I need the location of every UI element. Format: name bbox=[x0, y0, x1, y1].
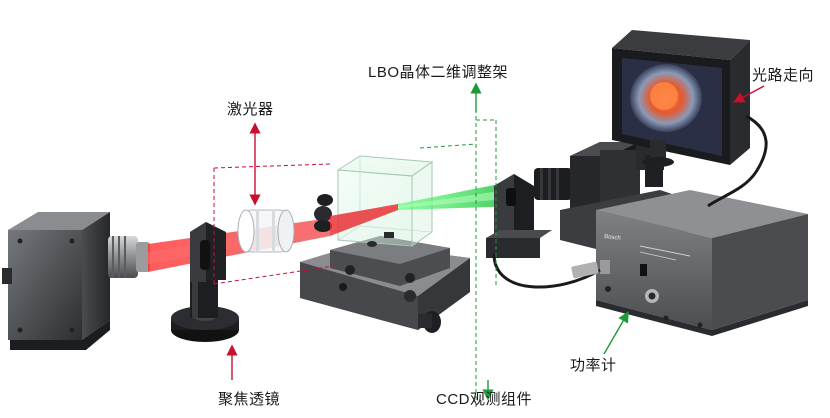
monitor-cable bbox=[707, 114, 768, 208]
sensor-cable bbox=[492, 253, 601, 289]
label-power-meter: 功率计 bbox=[570, 357, 617, 374]
focusing-lens-mount bbox=[171, 222, 239, 342]
power-meter-device: Bosch bbox=[596, 190, 808, 336]
label-light-path: 光路走向 bbox=[752, 67, 815, 84]
glass-lens bbox=[237, 209, 295, 253]
power-meter-brand: Bosch bbox=[604, 234, 621, 242]
label-lbo-crystal-mount: LBO晶体二维调整架 bbox=[368, 64, 509, 81]
light-path-arrow bbox=[733, 85, 765, 103]
ccd-monitor bbox=[612, 30, 750, 167]
label-ccd-assembly: CCD观测组件 bbox=[436, 391, 532, 408]
lbo-crystal-stage bbox=[300, 155, 470, 333]
laser-bracket-dashes bbox=[213, 163, 335, 285]
label-laser: 激光器 bbox=[227, 101, 274, 118]
laser-head bbox=[2, 212, 150, 350]
ccd-bracket-dashes bbox=[419, 88, 497, 410]
power-meter-arrow bbox=[603, 311, 629, 355]
label-focusing-lens: 聚焦透镜 bbox=[218, 391, 281, 408]
